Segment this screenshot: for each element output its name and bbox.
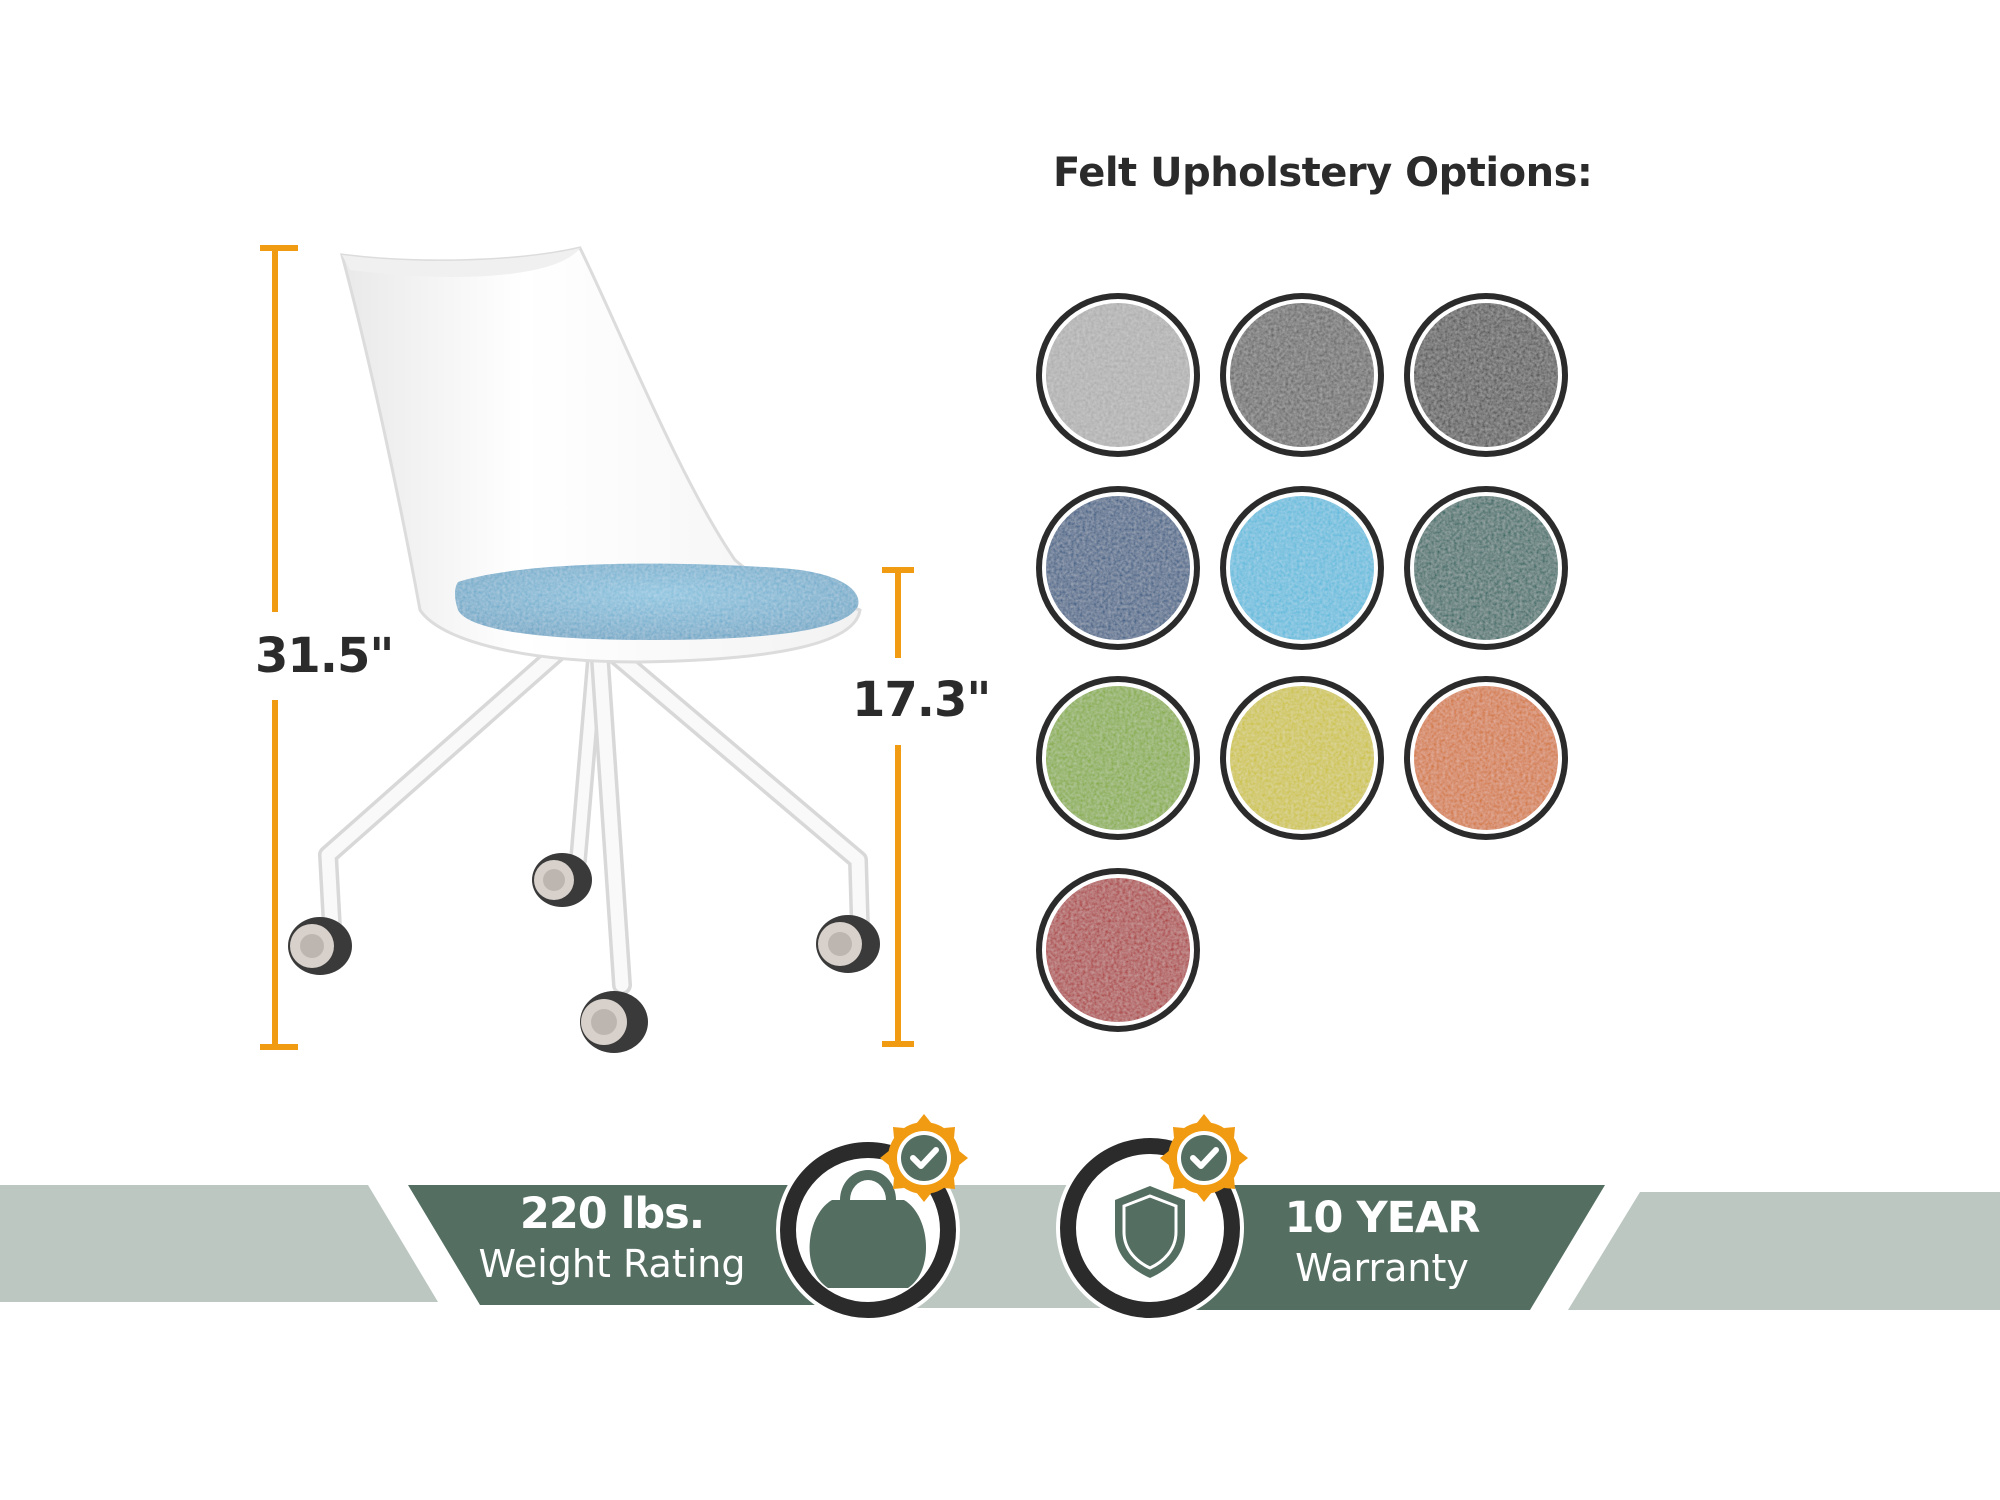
upholstery-swatch[interactable] <box>1404 293 1568 457</box>
kettlebell-icon <box>809 1169 927 1288</box>
caster-wheel <box>580 991 648 1053</box>
checkmark-seal-icon <box>1160 1114 1248 1202</box>
warranty-badge: 10 YEAR Warranty <box>1262 1192 1502 1292</box>
warranty-label: Warranty <box>1295 1246 1469 1290</box>
checkmark-seal-icon <box>880 1114 968 1202</box>
seat-height-label: 17.3" <box>852 672 991 728</box>
dimension-total-height <box>260 245 298 1050</box>
upholstery-title: Felt Upholstery Options: <box>1053 150 1593 196</box>
total-height-label: 31.5" <box>255 628 394 684</box>
upholstery-swatch[interactable] <box>1036 293 1200 457</box>
shield-icon <box>1115 1186 1185 1278</box>
caster-wheel <box>288 917 352 975</box>
upholstery-swatch-grid <box>1036 293 1568 1032</box>
upholstery-swatch[interactable] <box>1404 676 1568 840</box>
weight-rating-value: 220 lbs. <box>519 1189 705 1239</box>
band-right <box>1568 1192 2000 1310</box>
band-left <box>0 1185 438 1302</box>
upholstery-swatch[interactable] <box>1220 293 1384 457</box>
dimension-seat-height <box>882 567 914 1047</box>
upholstery-swatch[interactable] <box>1036 676 1200 840</box>
weight-rating-badge: 220 lbs. Weight Rating <box>462 1188 762 1288</box>
chair-image <box>288 246 880 1053</box>
upholstery-swatch[interactable] <box>1036 486 1200 650</box>
upholstery-swatch[interactable] <box>1220 486 1384 650</box>
upholstery-swatch[interactable] <box>1036 868 1200 1032</box>
caster-wheel <box>532 853 592 907</box>
badge-weight-bg <box>408 1185 860 1305</box>
caster-wheel <box>816 915 880 973</box>
upholstery-swatch[interactable] <box>1404 486 1568 650</box>
warranty-value: 10 YEAR <box>1284 1193 1481 1243</box>
badge-warranty-bg <box>1150 1185 1605 1310</box>
weight-rating-label: Weight Rating <box>478 1242 746 1286</box>
upholstery-swatch[interactable] <box>1220 676 1384 840</box>
